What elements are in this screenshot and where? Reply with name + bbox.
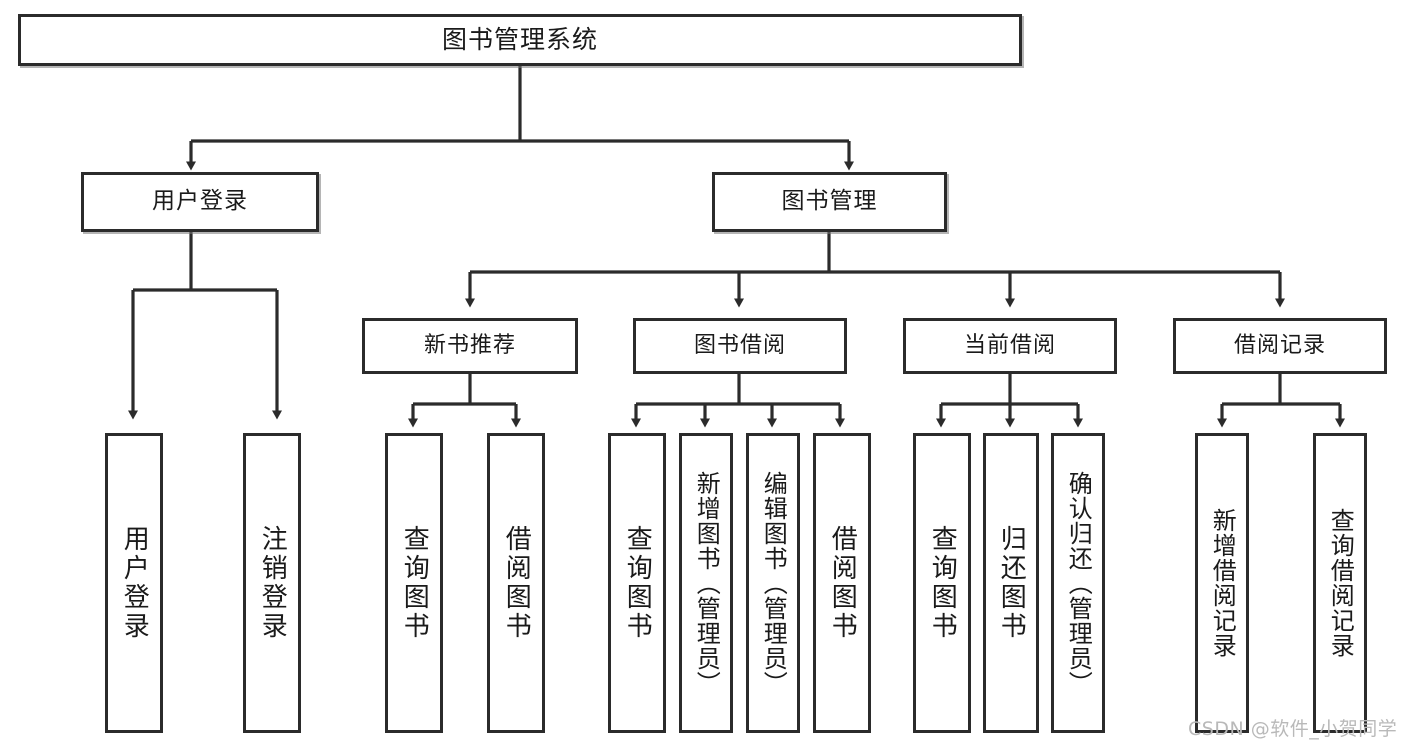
leaf-label-edit-book: 编辑图书（管理员） [759,470,788,696]
node-current-borrow[interactable]: 当前借阅 [903,318,1117,374]
node-label-borrow-record: 借阅记录 [1233,333,1326,359]
leaf-label-borrow-book-b: 借阅图书 [827,525,858,641]
leaf-query-book-c[interactable]: 查询图书 [913,433,971,733]
leaf-return-book[interactable]: 归还图书 [983,433,1039,733]
leaf-label-query-book-b: 查询图书 [622,525,653,641]
node-label-book-manage: 图书管理 [781,188,878,215]
node-new-book-recommend[interactable]: 新书推荐 [362,318,578,374]
leaf-label-return-book: 归还图书 [996,525,1027,641]
node-root-system[interactable]: 图书管理系统 [18,14,1022,66]
node-user-login[interactable]: 用户登录 [81,172,319,232]
leaf-query-book-a[interactable]: 查询图书 [385,433,443,733]
leaf-label-user-login: 用户登录 [119,525,150,641]
leaf-edit-book[interactable]: 编辑图书（管理员） [746,433,800,733]
node-label-current-borrow: 当前借阅 [963,333,1056,359]
leaf-label-query-book-a: 查询图书 [399,525,430,641]
leaf-label-borrow-book-a: 借阅图书 [501,525,532,641]
leaf-label-query-record: 查询借阅记录 [1326,508,1355,658]
leaf-query-book-b[interactable]: 查询图书 [608,433,666,733]
leaf-label-logout: 注销登录 [257,525,288,641]
node-label-user-login: 用户登录 [152,188,248,215]
leaf-user-login[interactable]: 用户登录 [105,433,163,733]
leaf-confirm-return[interactable]: 确认归还（管理员） [1051,433,1105,733]
node-label-book-borrow: 图书借阅 [693,333,786,359]
node-book-manage[interactable]: 图书管理 [712,172,947,232]
leaf-add-record[interactable]: 新增借阅记录 [1195,433,1249,733]
node-borrow-record[interactable]: 借阅记录 [1173,318,1387,374]
watermark-text: CSDN @软件_小贺同学 [1188,718,1398,740]
leaf-borrow-book-a[interactable]: 借阅图书 [487,433,545,733]
node-book-borrow[interactable]: 图书借阅 [633,318,847,374]
leaf-query-record[interactable]: 查询借阅记录 [1313,433,1367,733]
leaf-label-add-book: 新增图书（管理员） [692,470,721,696]
leaf-logout[interactable]: 注销登录 [243,433,301,733]
node-label-root: 图书管理系统 [441,25,598,55]
leaf-label-confirm-return: 确认归还（管理员） [1064,470,1093,696]
leaf-borrow-book-b[interactable]: 借阅图书 [813,433,871,733]
leaf-add-book[interactable]: 新增图书（管理员） [679,433,733,733]
leaf-label-query-book-c: 查询图书 [927,525,958,641]
leaf-label-add-record: 新增借阅记录 [1208,508,1237,658]
node-label-new-book-recommend: 新书推荐 [423,333,516,359]
